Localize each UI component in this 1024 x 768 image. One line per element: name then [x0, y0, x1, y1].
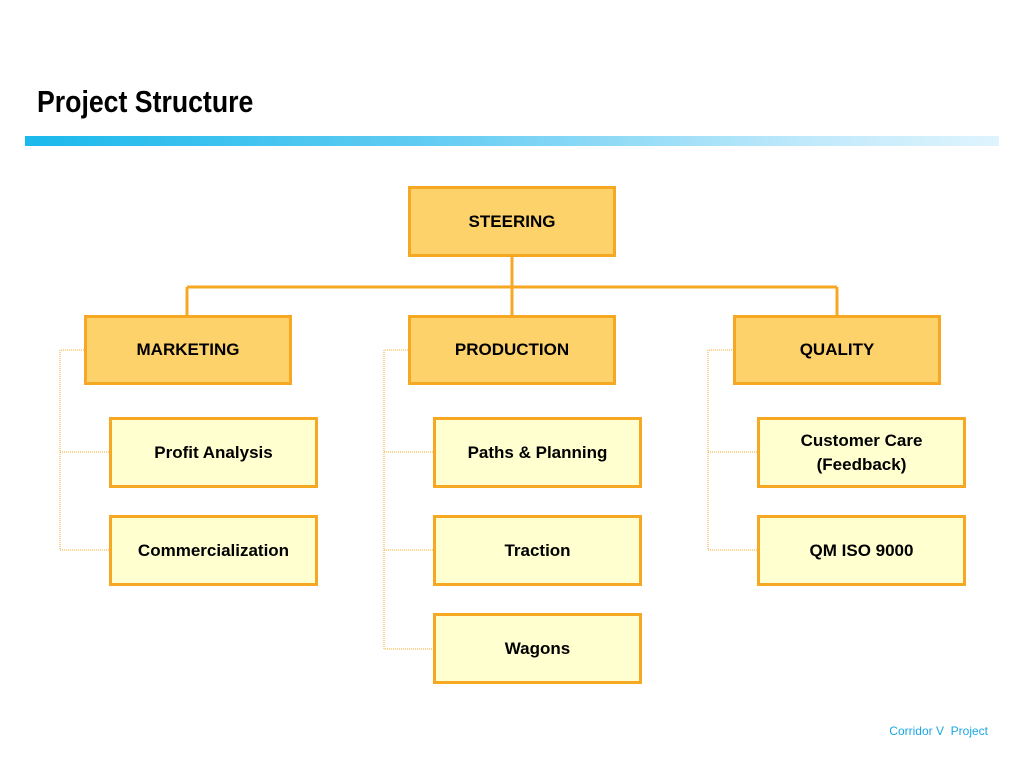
customer-care-box: Customer Care (Feedback): [757, 417, 966, 488]
wagons-box: Wagons: [433, 613, 642, 684]
steering-box: STEERING: [408, 186, 616, 257]
page-title: Project Structure: [37, 84, 254, 119]
title-underline-bar: [25, 136, 999, 146]
paths-planning-box: Paths & Planning: [433, 417, 642, 488]
traction-box: Traction: [433, 515, 642, 586]
qm-iso-box: QM ISO 9000: [757, 515, 966, 586]
quality-box: QUALITY: [733, 315, 941, 385]
production-box: PRODUCTION: [408, 315, 616, 385]
commercialization-box: Commercialization: [109, 515, 318, 586]
marketing-branch: [59, 349, 111, 551]
quality-branch: [707, 349, 759, 551]
footer-label: Corridor V Project: [889, 724, 988, 738]
profit-analysis-box: Profit Analysis: [109, 417, 318, 488]
marketing-box: MARKETING: [84, 315, 292, 385]
production-branch: [383, 349, 435, 650]
